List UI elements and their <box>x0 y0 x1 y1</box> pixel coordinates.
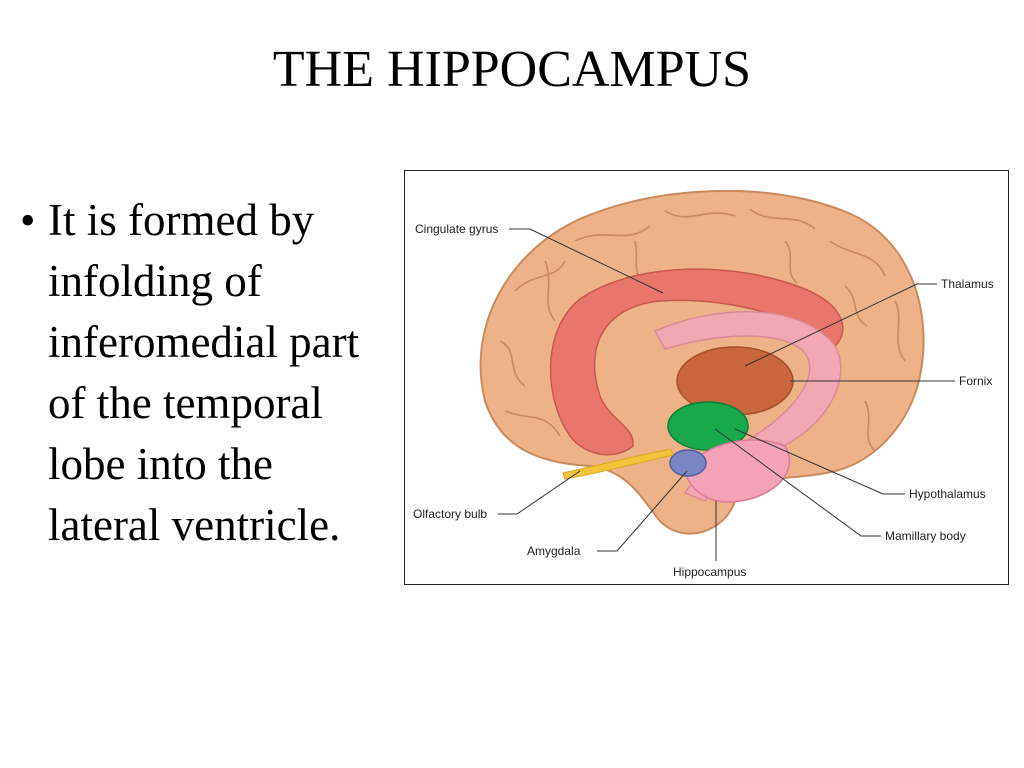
bullet-list: • It is formed by infolding of inferomed… <box>20 190 380 556</box>
label-cingulate-gyrus: Cingulate gyrus <box>415 222 498 236</box>
label-hippocampus: Hippocampus <box>673 565 746 579</box>
bullet-dot-icon: • <box>20 196 36 245</box>
brain-diagram: Cingulate gyrus Thalamus Fornix Hypothal… <box>413 189 994 579</box>
brain-diagram-figure: Cingulate gyrus Thalamus Fornix Hypothal… <box>404 170 1009 585</box>
label-fornix: Fornix <box>959 374 992 388</box>
label-amygdala: Amygdala <box>527 544 581 558</box>
bullet-item: • It is formed by infolding of inferomed… <box>20 190 380 556</box>
label-hypothalamus: Hypothalamus <box>909 487 986 501</box>
leader-lines <box>498 228 955 561</box>
bullet-text: It is formed by infolding of inferomedia… <box>48 195 360 550</box>
label-olfactory-bulb: Olfactory bulb <box>413 507 487 521</box>
slide-title: THE HIPPOCAMPUS <box>272 41 752 98</box>
hippocampus-shape <box>684 439 791 503</box>
olfactory-bulb-shape <box>562 448 674 480</box>
label-thalamus: Thalamus <box>941 277 994 291</box>
amygdala-shape <box>669 449 707 477</box>
label-mamillary-body: Mamillary body <box>885 529 966 543</box>
